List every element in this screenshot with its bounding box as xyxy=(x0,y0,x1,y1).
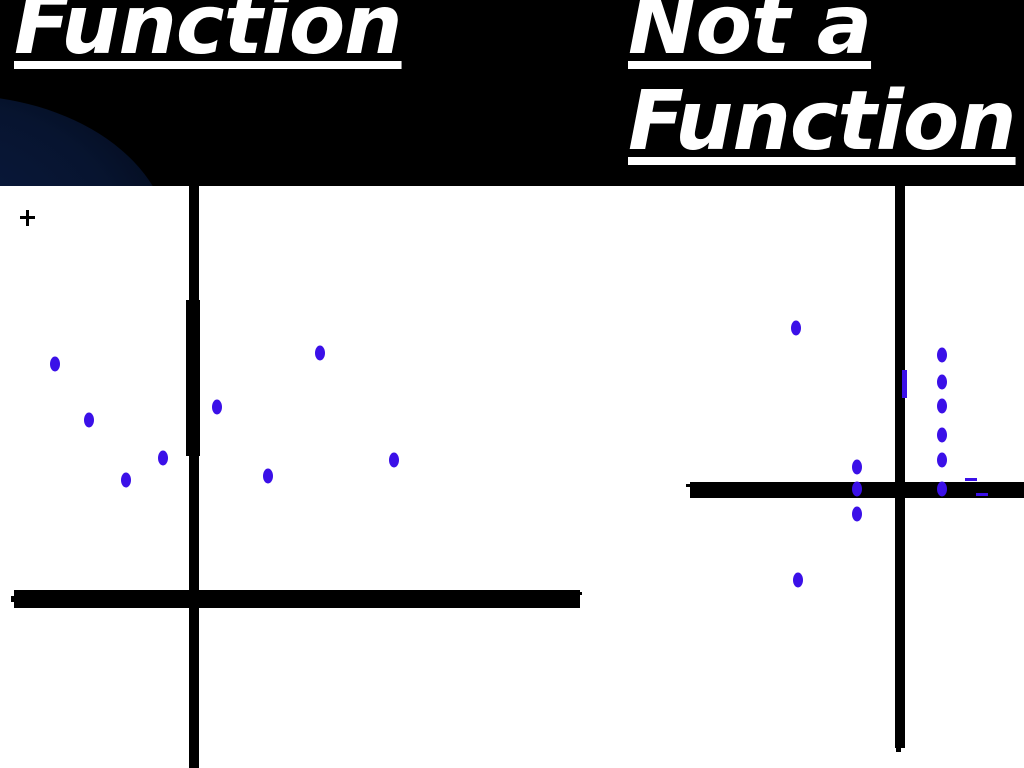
function-point xyxy=(263,468,273,484)
relation-point xyxy=(937,427,947,443)
function-point xyxy=(121,472,131,488)
title-function: Function xyxy=(14,0,403,73)
not-function-y-axis-bottom-tick xyxy=(896,746,901,752)
slide-header: Function Not a Function xyxy=(0,0,1024,186)
blue-dash-mark xyxy=(976,493,988,496)
blue-dash-mark xyxy=(965,478,977,481)
not-function-graph xyxy=(686,186,1024,752)
function-y-axis-thick-segment xyxy=(186,300,200,456)
relation-point xyxy=(791,320,801,336)
function-x-axis-left-tick xyxy=(11,596,17,602)
relation-point xyxy=(852,481,862,497)
graphs-svg xyxy=(11,186,1024,768)
function-point xyxy=(315,345,325,361)
relation-point xyxy=(852,459,862,475)
graph-area xyxy=(0,186,1024,768)
function-graph xyxy=(11,186,582,768)
not-function-y-axis xyxy=(895,186,905,748)
function-point xyxy=(389,452,399,468)
relation-point xyxy=(937,374,947,390)
function-y-axis xyxy=(189,186,199,768)
relation-point xyxy=(852,506,862,522)
title-not-a-function: Not a Function xyxy=(628,0,1017,169)
function-point xyxy=(84,412,94,428)
function-point xyxy=(212,399,222,415)
function-point xyxy=(158,450,168,466)
relation-point xyxy=(937,452,947,468)
not-function-x-axis-left-tick xyxy=(686,484,692,487)
relation-point xyxy=(937,398,947,414)
relation-point xyxy=(937,481,947,497)
function-point xyxy=(50,356,60,372)
background-glow xyxy=(0,95,170,186)
function-x-axis xyxy=(14,590,580,608)
relation-point xyxy=(937,347,947,363)
blue-mark-on-axis xyxy=(902,370,907,398)
relation-point xyxy=(793,572,803,588)
plus-marker-horizontal xyxy=(20,216,35,219)
function-x-axis-right-tick xyxy=(574,592,582,595)
